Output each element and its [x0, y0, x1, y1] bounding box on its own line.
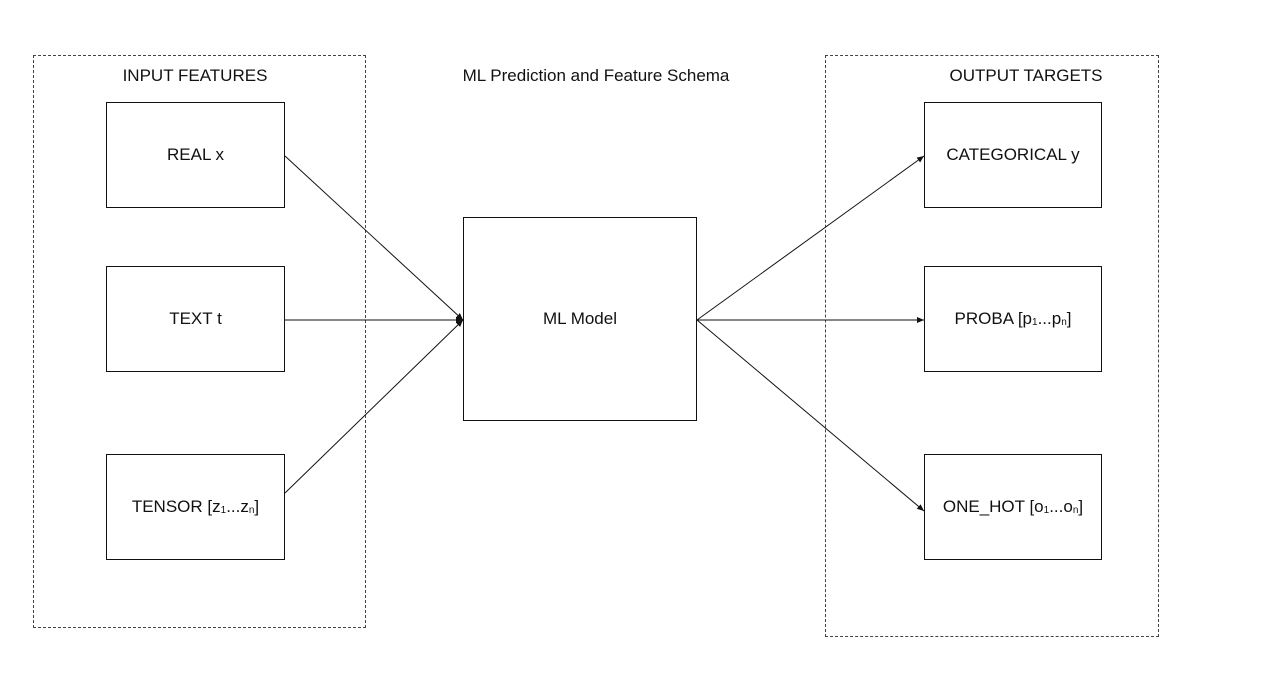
proba-label: PROBA [p1...pn]	[954, 309, 1072, 328]
categorical-y-label: CATEGORICAL y	[946, 145, 1080, 164]
edge-real-to-model	[284, 155, 464, 321]
real-x-label: REAL x	[166, 145, 224, 164]
proba-node: PROBA [p1...pn]	[924, 266, 1102, 372]
one-hot-node: ONE_HOT [o1...on]	[924, 454, 1102, 560]
tensor-label: TENSOR [z1...zn]	[131, 497, 260, 516]
real-x-node: REAL x	[106, 102, 285, 208]
ml-model-node: ML Model	[463, 217, 697, 421]
text-t-node: TEXT t	[106, 266, 285, 372]
one-hot-label: ONE_HOT [o1...on]	[942, 497, 1084, 516]
categorical-y-node: CATEGORICAL y	[924, 102, 1102, 208]
edge-model-to-categorical	[696, 155, 925, 321]
output-targets-title: OUTPUT TARGETS	[949, 66, 1103, 85]
output-targets-group	[825, 55, 1159, 637]
diagram-title: ML Prediction and Feature Schema	[462, 66, 730, 85]
tensor-node: TENSOR [z1...zn]	[106, 454, 285, 560]
input-features-group	[33, 55, 366, 628]
ml-model-label: ML Model	[542, 309, 617, 328]
text-t-label: TEXT t	[169, 309, 222, 328]
edge-model-to-one-hot	[696, 319, 925, 512]
edge-tensor-to-model	[284, 319, 464, 494]
input-features-title: INPUT FEATURES	[122, 66, 268, 85]
